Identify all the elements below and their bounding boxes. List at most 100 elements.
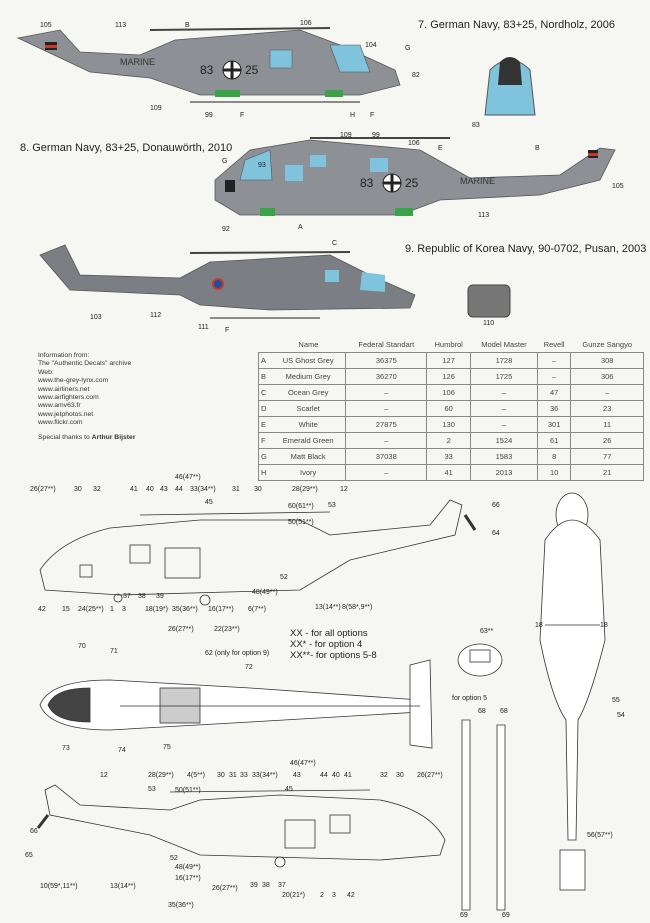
callout-number: 39 xyxy=(250,882,258,889)
callout-number: 26(27**) xyxy=(212,885,238,892)
callout-number: 31 xyxy=(232,486,240,493)
callout-number: 44 xyxy=(175,486,183,493)
thanks-name: Arthur Bijster xyxy=(91,433,136,441)
callout-number: 16(17**) xyxy=(175,875,201,882)
paint-value: 23 xyxy=(570,400,644,417)
col-revell: Revell xyxy=(537,337,571,353)
callout-number: 52 xyxy=(170,855,178,862)
callout-number: 10(59*,11**) xyxy=(40,883,78,890)
callout-number: 33(34**) xyxy=(252,772,278,779)
paint-reference-table: Name Federal Standart Humbrol Model Mast… xyxy=(258,337,644,481)
callout-number: 43 xyxy=(160,486,168,493)
source-link[interactable]: www.airliners.net xyxy=(38,385,90,393)
source-link[interactable]: www.jetphotos.net xyxy=(38,410,94,418)
paint-value: 33 xyxy=(426,448,472,465)
callout-number: E xyxy=(438,145,443,152)
callout-number: 92 xyxy=(222,226,230,233)
col-federal-standard: Federal Standart xyxy=(345,337,427,353)
callout-number: 50(51**) xyxy=(175,787,201,794)
paint-code: H xyxy=(258,464,271,481)
callout-number: 109 xyxy=(340,132,352,139)
paint-value: 1583 xyxy=(470,448,538,465)
callout-number: for option 5 xyxy=(452,695,488,702)
callout-number: 39 xyxy=(156,593,164,600)
helicopter-profile-option7 xyxy=(16,27,536,116)
stencil-plan-view xyxy=(539,492,606,891)
stencil-top-view xyxy=(39,659,433,749)
callout-number: 26(27**) xyxy=(30,486,56,493)
paint-value: 26 xyxy=(570,432,644,449)
callout-number: 37 xyxy=(278,882,286,889)
paint-value: 126 xyxy=(426,368,472,385)
callout-number: 32 xyxy=(93,486,101,493)
callout-number: 48(49**) xyxy=(175,864,201,871)
callout-number: 68 xyxy=(500,708,508,715)
callout-number: 2 xyxy=(320,892,324,899)
callout-number: 82 xyxy=(412,72,420,79)
info-block: Information from:The "Authentic Decals" … xyxy=(38,352,135,442)
detail-parts xyxy=(36,514,503,829)
source-link[interactable]: www.amv63.fr xyxy=(38,402,81,410)
paint-value: 106 xyxy=(426,384,472,401)
callout-number: 41 xyxy=(344,772,352,779)
callout-number: 35(36**) xyxy=(172,606,198,613)
callout-number: 50(51**) xyxy=(288,519,314,526)
paint-value: – xyxy=(345,384,428,401)
callout-number: 93 xyxy=(258,162,266,169)
source-link[interactable]: www.airfighters.com xyxy=(38,394,99,402)
callout-number: 110 xyxy=(483,320,495,327)
callout-number: 99 xyxy=(205,112,213,119)
callout-number: 30 xyxy=(74,486,82,493)
paint-value: – xyxy=(470,400,538,417)
info-text: Information from: xyxy=(38,352,90,359)
paint-value: 47 xyxy=(536,384,572,401)
legend-all-options: XX - for all options xyxy=(290,628,368,639)
callout-number: 103 xyxy=(90,314,102,321)
callout-number: 22(23**) xyxy=(214,626,240,633)
paint-value: 308 xyxy=(570,352,644,369)
callout-number: 18(19*) xyxy=(145,606,168,613)
callout-number: 74 xyxy=(118,747,126,754)
callout-number: 66 xyxy=(30,828,38,835)
paint-value: 36270 xyxy=(345,368,428,385)
callout-number: 54 xyxy=(617,712,625,719)
callout-number: 109 xyxy=(150,105,162,112)
paint-name: Ocean Grey xyxy=(271,384,347,401)
option-legend: XX - for all options XX* - for option 4 … xyxy=(290,628,377,661)
rotor-blades xyxy=(461,719,506,911)
col-gunze-sangyo: Gunze Sangyo xyxy=(570,337,644,353)
paint-name: Emerald Green xyxy=(271,432,347,449)
col-name: Name xyxy=(271,337,346,353)
legend-option4: XX* - for option 4 xyxy=(290,639,363,650)
callout-number: 70 xyxy=(78,643,86,650)
callout-number: 106 xyxy=(408,140,420,147)
paint-value: 27875 xyxy=(345,416,428,433)
callout-number: 106 xyxy=(300,20,312,27)
callout-number: B xyxy=(535,145,540,152)
callout-number: 40 xyxy=(332,772,340,779)
col-model-master: Model Master xyxy=(470,337,538,353)
callout-number: 28(29**) xyxy=(292,486,318,493)
paint-name: White xyxy=(271,416,347,433)
callout-number: 66 xyxy=(492,502,500,509)
callout-number: 37 xyxy=(123,593,131,600)
callout-number: 105 xyxy=(40,22,52,29)
callout-number: G xyxy=(222,158,228,165)
source-link[interactable]: www.the-grey-lynx.com xyxy=(38,377,109,385)
callout-number: 1 xyxy=(110,606,114,613)
callout-number: 32 xyxy=(380,772,388,779)
paint-value: 41 xyxy=(426,464,472,481)
callout-number: 18 xyxy=(535,622,543,629)
paint-value: – xyxy=(345,464,428,481)
callout-number: 3 xyxy=(332,892,336,899)
callout-number: F xyxy=(370,112,375,119)
callout-number: 20(21*) xyxy=(282,892,305,899)
paint-value: 1725 xyxy=(470,368,538,385)
paint-value: 2 xyxy=(426,432,472,449)
callout-number: 104 xyxy=(365,42,377,49)
source-link[interactable]: www.flickr.com xyxy=(38,419,83,427)
